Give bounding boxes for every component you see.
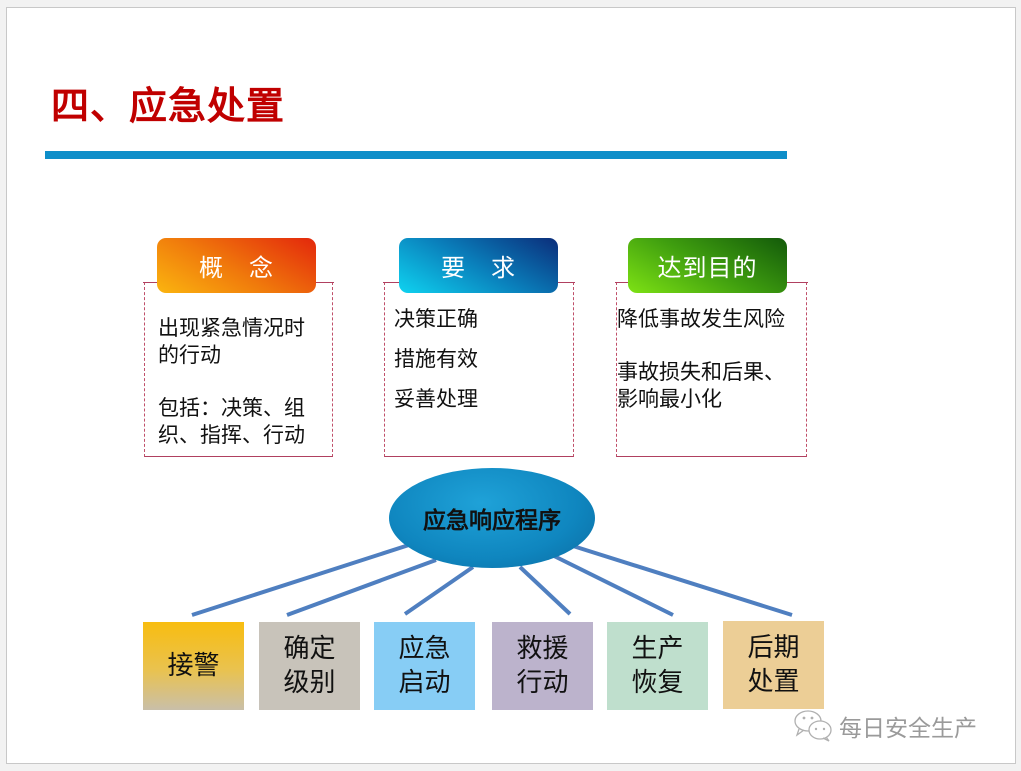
card-requirements-item: 决策正确 [394,307,478,331]
watermark: 每日安全生产 [793,709,977,743]
step-production-recovery: 生产 恢复 [607,622,708,710]
card-concept-body [144,282,333,457]
wechat-icon [794,710,832,742]
card-goals-heading: 达到目的 [628,238,787,293]
card-goals-text-2: 事故损失和后果、 影响最小化 [617,360,785,411]
hub-emergency-response-procedure: 应急响应程序 [389,468,595,568]
card-concept-heading: 概 念 [157,238,316,293]
card-concept-text-1: 出现紧急情况时 的行动 [158,316,305,367]
card-requirements-item: 措施有效 [394,347,478,371]
step-post-disposal: 后期 处置 [723,621,824,709]
connector-line [191,542,413,617]
card-concept-text-2: 包括：决策、组 织、指挥、行动 [158,396,305,447]
step-rescue-action: 救援 行动 [492,622,593,710]
card-goals-body [616,282,807,457]
title-underline [45,151,787,159]
connector-line [547,551,674,617]
connector-line [403,565,475,616]
connector-line [286,558,437,617]
watermark-text: 每日安全生产 [839,716,977,742]
step-emergency-start: 应急 启动 [374,622,475,710]
card-requirements-heading: 要 求 [399,238,558,293]
card-goals-text-1: 降低事故发生风险 [617,307,785,331]
connector-line [518,565,572,616]
step-receive-alarm: 接警 [143,622,244,710]
connector-line [572,544,793,617]
hub-label: 应急响应程序 [423,508,561,534]
page-title: 四、应急处置 [51,84,286,128]
card-requirements-item: 妥善处理 [394,387,478,411]
card-requirements-body [384,282,574,457]
step-determine-level: 确定 级别 [259,622,360,710]
